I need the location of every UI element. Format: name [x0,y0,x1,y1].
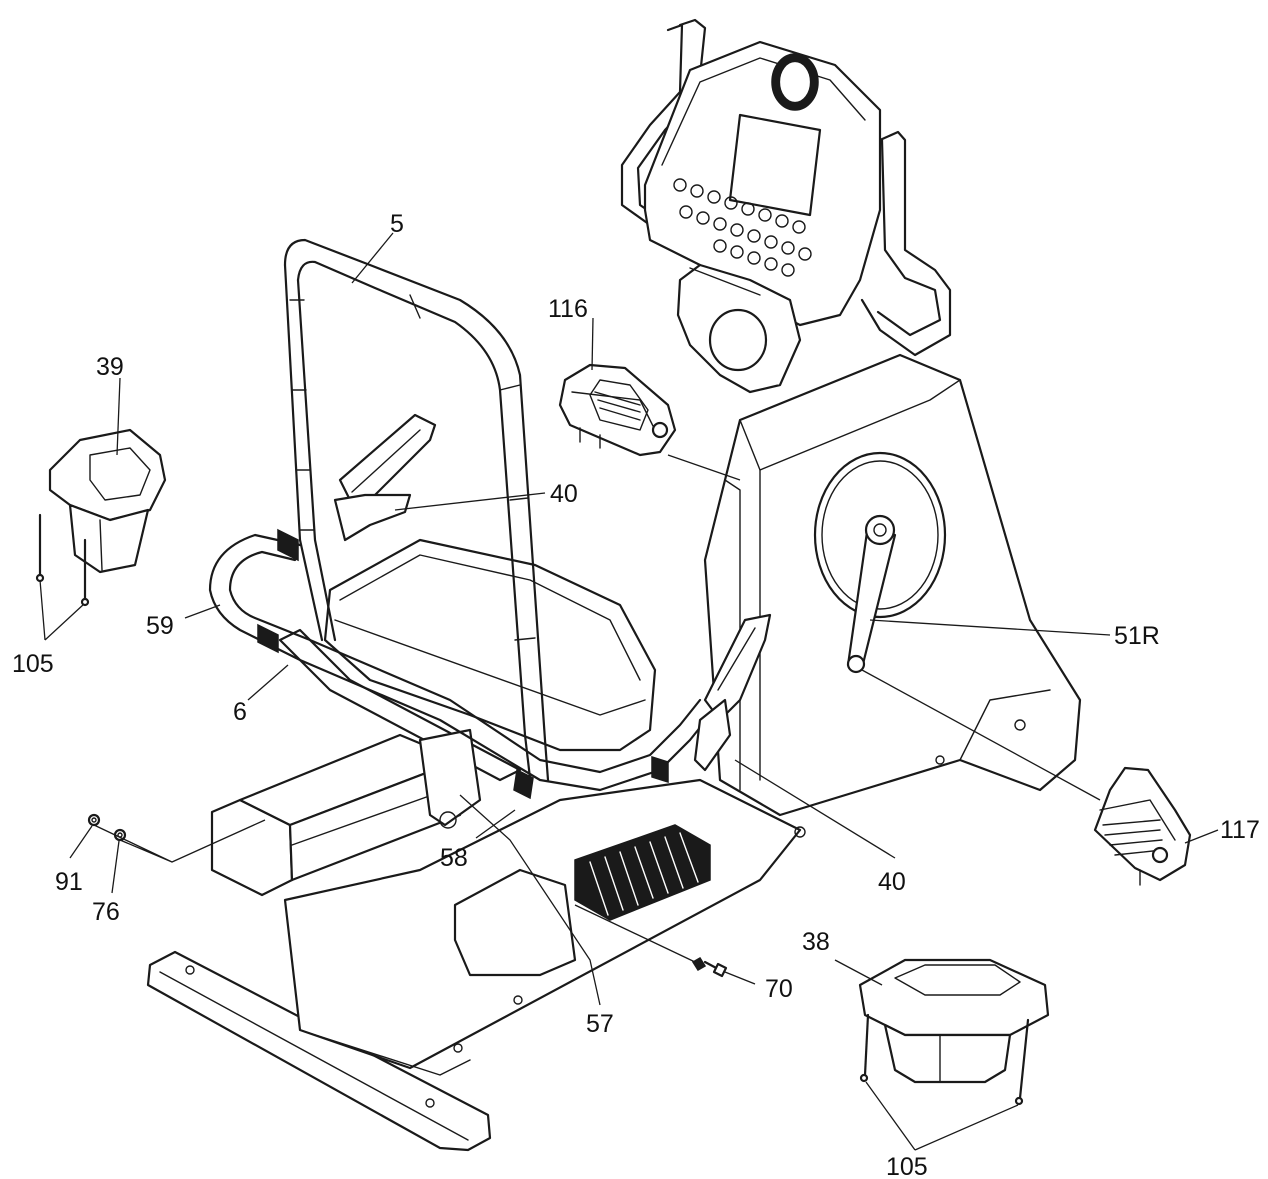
crank-arm-right [846,514,897,674]
console-display-screen [728,113,822,217]
nut-91 [87,813,101,827]
label-59: 59 [146,612,174,640]
label-116: 116 [548,295,588,323]
side-handlebar [208,528,712,800]
label-105-left: 105 [12,650,54,678]
label-40-upper: 40 [550,480,578,508]
seat-cushion [323,538,657,752]
bottle-holder-39 [35,428,167,607]
leader-lines [39,232,1219,1151]
label-117: 117 [1220,816,1260,844]
label-39: 39 [96,353,124,381]
label-5: 5 [390,210,404,238]
console-button-rows [673,178,812,277]
seat-rail-frame [278,628,522,829]
label-57: 57 [586,1010,614,1038]
hardware-91-76-70 [87,813,728,978]
label-51r: 51R [1114,622,1160,650]
label-76: 76 [92,898,120,926]
label-40-lower: 40 [878,868,906,896]
label-6: 6 [233,698,247,726]
label-105-right: 105 [886,1153,928,1179]
upright-mast-housing [703,353,1082,817]
pedal-left [558,363,677,457]
label-58: 58 [440,844,468,872]
label-91: 91 [55,868,83,896]
flywheel-cover [813,451,947,619]
bolt-70 [691,956,707,972]
pedal-right [1093,766,1192,886]
seat-adjust-lever-left [333,413,437,542]
rear-vent-grille [574,824,711,921]
console-unit [643,40,882,394]
label-38: 38 [802,928,830,956]
front-stabilizer-foot [146,950,492,1152]
bottle-holder-38 [858,958,1050,1106]
seat-adjust-lever-right [693,613,772,772]
part-labels: 5 116 39 40 59 105 6 51R 91 76 58 40 117… [12,210,1260,1179]
label-70: 70 [765,975,793,1003]
seat-back-handle [283,238,550,782]
